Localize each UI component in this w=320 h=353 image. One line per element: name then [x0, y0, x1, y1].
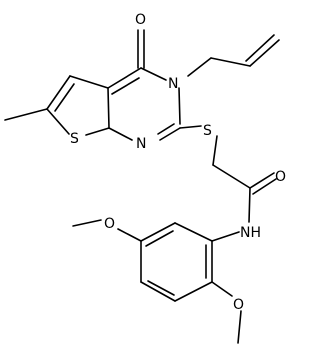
bond-n3-c2 — [178, 87, 181, 125]
bond-ar2-ar3-inner — [145, 230, 174, 247]
bond-ar3-o — [117, 228, 142, 242]
bond-o-ch3-bottom — [237, 310, 242, 344]
structure-canvas: O N S N S O NH O O — [4, 12, 286, 344]
bond-ar1-ar2 — [174, 222, 213, 242]
bond-lines — [4, 29, 280, 344]
bond-n-aryl — [211, 231, 240, 242]
bond-s-ch2 — [212, 135, 218, 166]
bond-c2-n1-inner — [157, 123, 175, 135]
bond-ar6-o — [211, 281, 233, 297]
bond-c4-n3 — [140, 67, 167, 81]
atom-label-oxygen-methoxy-bottom: O — [233, 297, 244, 313]
bond-n1-c7a — [108, 127, 133, 141]
bond-methyl — [4, 108, 48, 121]
bond-ch-ch2-double-b — [245, 34, 275, 62]
bond-ar4-ar5-inner — [147, 280, 175, 296]
bond-c5-c6-inner — [54, 83, 75, 112]
bond-c4a-c4 — [107, 67, 142, 89]
bond-camide-o-a — [249, 172, 275, 189]
bond-ar4-ar5 — [140, 281, 176, 302]
atom-label-sulfur-thiophene: S — [70, 131, 79, 147]
bond-c2-s — [179, 125, 202, 129]
bond-s-c7a — [85, 127, 110, 136]
bond-ch-ch2-double-a — [249, 39, 280, 67]
atom-label-nitrogen-ring: N — [168, 76, 178, 92]
atom-labels: O N S N S O NH O O — [70, 12, 286, 313]
bond-camide-o-b — [252, 178, 277, 195]
bond-c4a-c4-inner — [111, 77, 140, 95]
atom-label-oxygen-carbonyl: O — [135, 12, 146, 28]
atom-label-nitrogen-pyrimidine: N — [136, 136, 146, 152]
bond-o-ch3-left — [72, 219, 102, 227]
bond-ar2-ar3 — [140, 222, 176, 242]
bond-c7a-c4a — [107, 87, 110, 129]
bond-c4a-c5 — [69, 75, 109, 89]
bond-c6-s — [46, 108, 70, 135]
atom-label-amide-nh: NH — [240, 225, 261, 241]
atom-label-oxygen-methoxy-left: O — [104, 216, 115, 232]
bond-ch2-camide — [212, 164, 251, 189]
bond-c2-n1 — [159, 127, 181, 141]
bond-c5-c6 — [46, 75, 71, 110]
bond-ar5-ar6 — [174, 281, 213, 302]
bond-camide-n — [248, 187, 251, 223]
bond-ch2-ch — [210, 57, 251, 67]
atom-label-sulfur-thioether: S — [203, 123, 212, 139]
atom-label-oxygen-amide: O — [275, 169, 286, 185]
bond-n3-ch2 — [187, 57, 212, 77]
chemical-structure-drawing: O N S N S O NH O O — [4, 12, 286, 344]
